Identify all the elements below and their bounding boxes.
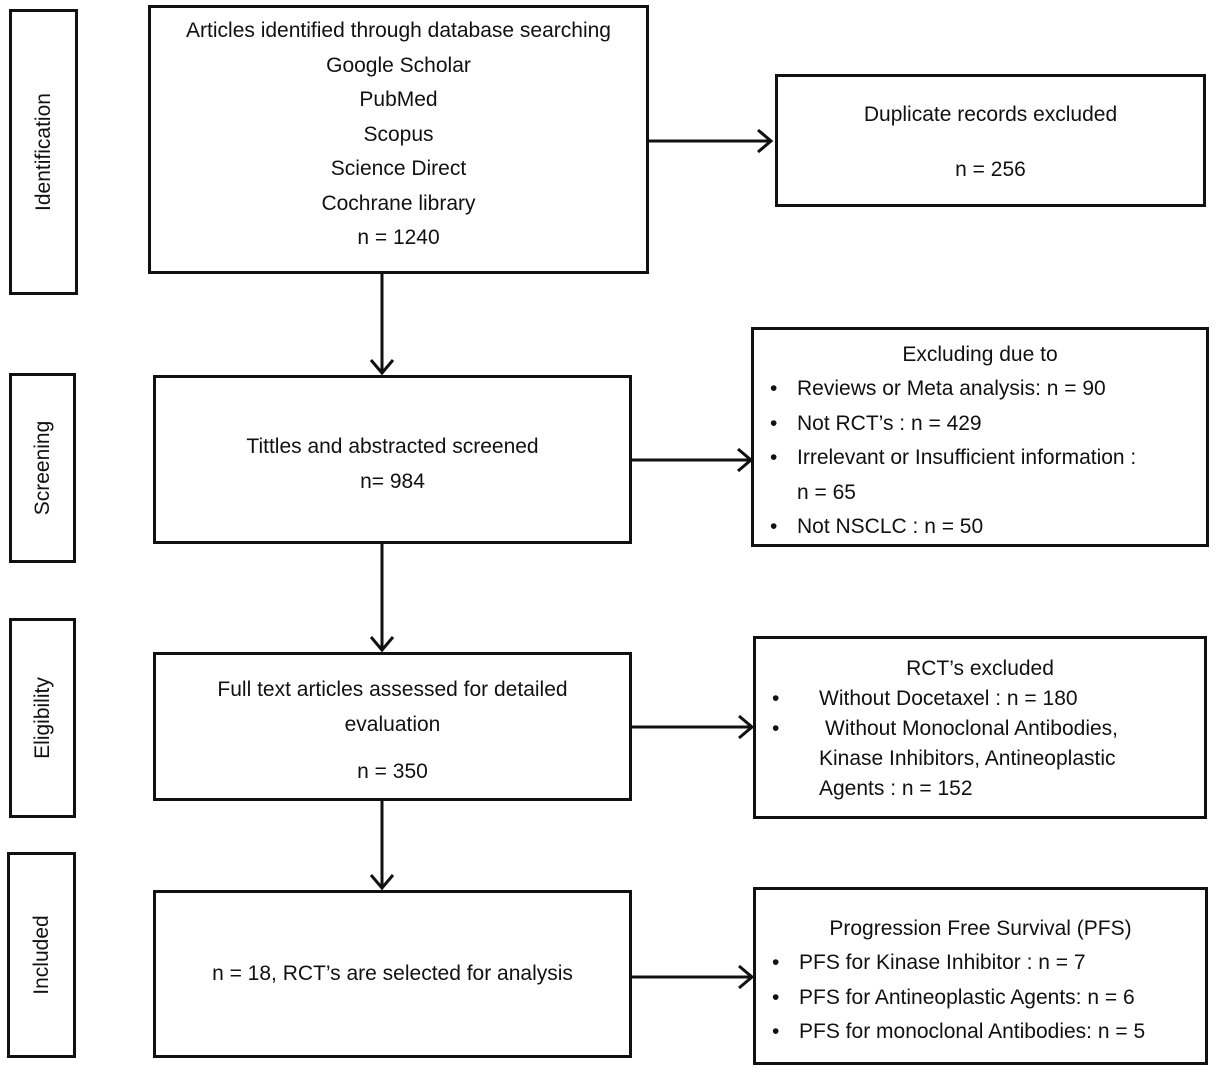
identification-heading: Articles identified through database sea…	[186, 19, 611, 42]
screening-count: n= 984	[360, 469, 425, 493]
exclusion-item-irrelevant: • Irrelevant or Insufficient information…	[754, 441, 1206, 510]
arrowhead-screening-exclusions	[737, 447, 754, 473]
source-cochrane-library: Cochrane library	[321, 191, 476, 215]
rct-excluded-continuation-1: Kinase Inhibitors, Antineoplastic	[819, 747, 1116, 770]
exclusion-item-reviews: • Reviews or Meta analysis: n = 90	[770, 377, 1106, 400]
eligibility-box: Full text articles assessed for detailed…	[153, 652, 632, 801]
stage-screening: Screening	[9, 373, 76, 563]
stage-eligibility: Eligibility	[9, 618, 76, 818]
arrowhead-eligibility	[369, 636, 395, 653]
rct-excluded-continuation-2: Agents : n = 152	[819, 777, 973, 800]
screening-box: Tittles and abstracted screened n= 984	[153, 375, 632, 544]
arrowhead-screening	[369, 359, 395, 376]
duplicates-count: n = 256	[955, 157, 1026, 181]
arrowhead-included	[369, 874, 395, 891]
duplicates-box: Duplicate records excluded n = 256	[775, 74, 1206, 207]
rct-excluded-item-docetaxel: • Without Docetaxel : n = 180	[772, 687, 1078, 710]
arrowhead-pfs	[738, 964, 755, 990]
rct-excluded-item-therapies: • Without Monoclonal Antibodies, Kinase …	[756, 714, 1204, 804]
source-pubmed: PubMed	[359, 88, 438, 111]
exclusion-item-irrelevant-count: n = 65	[797, 480, 856, 504]
exclusion-item-not-rct: • Not RCT’s : n = 429	[770, 411, 982, 435]
arrowhead-duplicates	[757, 128, 774, 154]
source-google-scholar: Google Scholar	[326, 53, 471, 77]
screening-title: Tittles and abstracted screened	[246, 435, 539, 458]
eligibility-exclusions-title: RCT’s excluded	[906, 657, 1054, 680]
pfs-item-monoclonal: • PFS for monoclonal Antibodies: n = 5	[772, 1020, 1146, 1043]
source-scopus: Scopus	[363, 122, 434, 146]
eligibility-title-line1: Full text articles assessed for detailed	[217, 678, 568, 701]
included-text: n = 18, RCT’s are selected for analysis	[212, 962, 573, 985]
pfs-item-antineoplastic: • PFS for Antineoplastic Agents: n = 6	[772, 985, 1135, 1009]
eligibility-title-line2: evaluation	[344, 712, 441, 736]
pfs-item-kinase: • PFS for Kinase Inhibitor : n = 7	[772, 951, 1086, 974]
pfs-title: Progression Free Survival (PFS)	[829, 917, 1132, 940]
source-science-direct: Science Direct	[330, 157, 467, 180]
eligibility-count: n = 350	[357, 760, 428, 783]
included-box: n = 18, RCT’s are selected for analysis	[153, 890, 632, 1058]
pfs-box: Progression Free Survival (PFS) • PFS fo…	[753, 887, 1208, 1065]
screening-exclusions-title: Excluding due to	[902, 343, 1058, 366]
duplicates-title: Duplicate records excluded	[863, 103, 1118, 126]
stage-included: Included	[7, 852, 76, 1058]
screening-exclusions-box: Excluding due to • Reviews or Meta analy…	[751, 327, 1209, 547]
stage-identification: Identification	[9, 9, 78, 295]
arrowhead-eligibility-exclusions	[738, 714, 755, 740]
identification-count: n = 1240	[357, 226, 440, 249]
eligibility-exclusions-box: RCT’s excluded • Without Docetaxel : n =…	[753, 636, 1207, 819]
exclusion-item-not-nsclc: • Not NSCLC : n = 50	[770, 515, 984, 538]
identification-box: Articles identified through database sea…	[148, 5, 649, 274]
